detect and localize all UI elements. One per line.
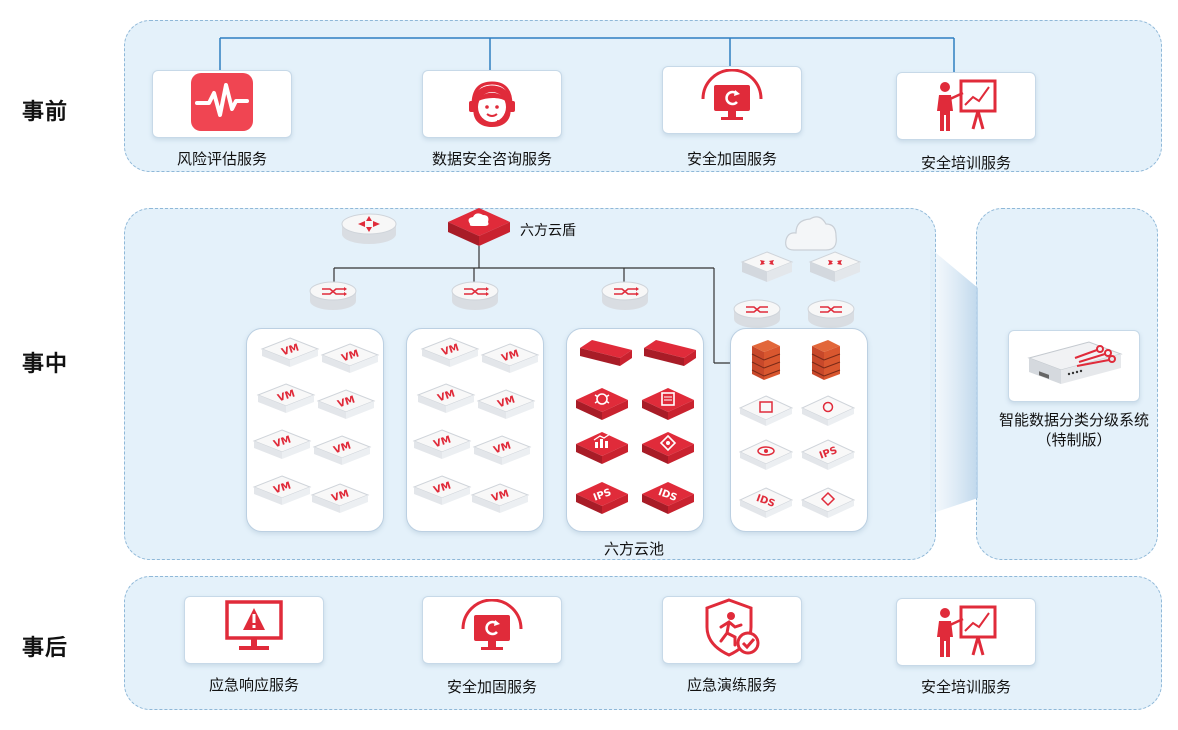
vm-tile: VM bbox=[260, 336, 320, 374]
warning-monitor-icon bbox=[221, 598, 287, 662]
before-connector-lines bbox=[219, 37, 955, 72]
vm-tile: VM bbox=[252, 474, 312, 512]
cloud-shield-device-icon bbox=[446, 206, 512, 252]
vm-tile: VM bbox=[480, 342, 540, 380]
vm-text: VM bbox=[330, 488, 350, 504]
projection-shape bbox=[930, 248, 978, 514]
bug-detection-icon bbox=[574, 386, 630, 426]
security-training-card[interactable] bbox=[896, 598, 1036, 666]
switch-icon bbox=[732, 296, 782, 334]
network-appliance-icon bbox=[642, 338, 698, 372]
vm-text: VM bbox=[272, 480, 292, 496]
presenter-chart-icon bbox=[933, 73, 999, 139]
risk-assessment-card[interactable] bbox=[152, 70, 292, 138]
server-device-icon bbox=[1019, 336, 1129, 396]
ips-device-icon: IPS bbox=[574, 480, 630, 520]
vm-tile: VM bbox=[320, 342, 380, 380]
monitor-refresh-icon bbox=[457, 598, 527, 661]
ips-white-icon: IPS bbox=[800, 438, 856, 478]
vm-text: VM bbox=[436, 388, 456, 404]
security-training-card[interactable] bbox=[896, 72, 1036, 140]
vm-text: VM bbox=[280, 342, 300, 358]
security-training-label: 安全培训服务 bbox=[920, 678, 1011, 696]
security-hardening-label: 安全加固服务 bbox=[686, 150, 777, 168]
analytics-icon bbox=[574, 430, 630, 470]
row-label-during: 事中 bbox=[22, 352, 69, 377]
document-audit-icon bbox=[640, 386, 696, 426]
classification-system-card[interactable] bbox=[1008, 330, 1140, 402]
data-security-consulting-label: 数据安全咨询服务 bbox=[431, 150, 552, 168]
vm-tile: VM bbox=[472, 434, 532, 472]
gateway-white-icon bbox=[800, 486, 856, 526]
vm-tile: VM bbox=[316, 388, 376, 426]
vm-tile: VM bbox=[252, 428, 312, 466]
eye-monitor-white-icon bbox=[738, 438, 794, 478]
risk-assessment-label: 风险评估服务 bbox=[176, 150, 267, 168]
switch-icon bbox=[308, 278, 358, 316]
vm-text: VM bbox=[272, 434, 292, 450]
presenter-chart-icon bbox=[933, 599, 999, 665]
vm-tile: VM bbox=[416, 382, 476, 420]
vm-tile: VM bbox=[412, 474, 472, 512]
vm-tile: VM bbox=[470, 482, 530, 520]
vm-text: VM bbox=[492, 440, 512, 456]
vm-text: VM bbox=[276, 388, 296, 404]
emergency-drill-label: 应急演练服务 bbox=[686, 676, 777, 694]
vm-tile: VM bbox=[312, 434, 372, 472]
core-router-icon bbox=[340, 210, 398, 250]
network-lines bbox=[333, 246, 736, 364]
network-appliance-icon bbox=[578, 338, 634, 372]
router-box-icon bbox=[808, 250, 862, 288]
security-training-label: 安全培训服务 bbox=[920, 154, 1011, 172]
emergency-response-card[interactable] bbox=[184, 596, 324, 664]
vm-tile: VM bbox=[476, 388, 536, 426]
vm-text: VM bbox=[432, 434, 452, 450]
emergency-response-label: 应急响应服务 bbox=[208, 676, 299, 694]
document-audit-white-icon bbox=[738, 394, 794, 434]
vm-text: VM bbox=[332, 440, 352, 456]
vm-text: VM bbox=[336, 394, 356, 410]
row-label-after: 事后 bbox=[22, 636, 69, 661]
gateway-icon bbox=[640, 430, 696, 470]
switch-icon bbox=[450, 278, 500, 316]
security-hardening-label: 安全加固服务 bbox=[446, 678, 537, 696]
classification-system-label: 智能数据分类分级系统（特制版） bbox=[998, 411, 1149, 449]
firewall-icon bbox=[808, 338, 844, 386]
router-box-icon bbox=[740, 250, 794, 288]
vm-text: VM bbox=[496, 394, 516, 410]
data-security-consulting-card[interactable] bbox=[422, 70, 562, 138]
monitor-refresh-icon bbox=[697, 68, 767, 131]
vm-tile: VM bbox=[420, 336, 480, 374]
vm-tile: VM bbox=[412, 428, 472, 466]
vm-text: VM bbox=[500, 348, 520, 364]
ids-white-icon: IDS bbox=[738, 486, 794, 526]
cloud-pool-label: 六方云池 bbox=[604, 540, 665, 558]
emergency-drill-card[interactable] bbox=[662, 596, 802, 664]
ids-device-icon: IDS bbox=[640, 480, 696, 520]
vm-text: VM bbox=[490, 488, 510, 504]
switch-icon bbox=[806, 296, 856, 334]
vm-tile: VM bbox=[256, 382, 316, 420]
vm-text: VM bbox=[432, 480, 452, 496]
shield-runner-icon bbox=[699, 597, 765, 663]
cloud-shield-label: 六方云盾 bbox=[520, 223, 576, 239]
vm-tile: VM bbox=[310, 482, 370, 520]
bug-detection-white-icon bbox=[800, 394, 856, 434]
switch-icon bbox=[600, 278, 650, 316]
heartbeat-monitor-icon bbox=[189, 71, 255, 137]
vm-text: VM bbox=[440, 342, 460, 358]
security-hardening-card[interactable] bbox=[662, 66, 802, 134]
row-label-before: 事前 bbox=[22, 100, 69, 125]
vm-text: VM bbox=[340, 348, 360, 364]
customer-service-icon bbox=[461, 71, 523, 137]
security-hardening-card[interactable] bbox=[422, 596, 562, 664]
firewall-icon bbox=[748, 338, 784, 386]
cloud-icon bbox=[784, 210, 838, 258]
